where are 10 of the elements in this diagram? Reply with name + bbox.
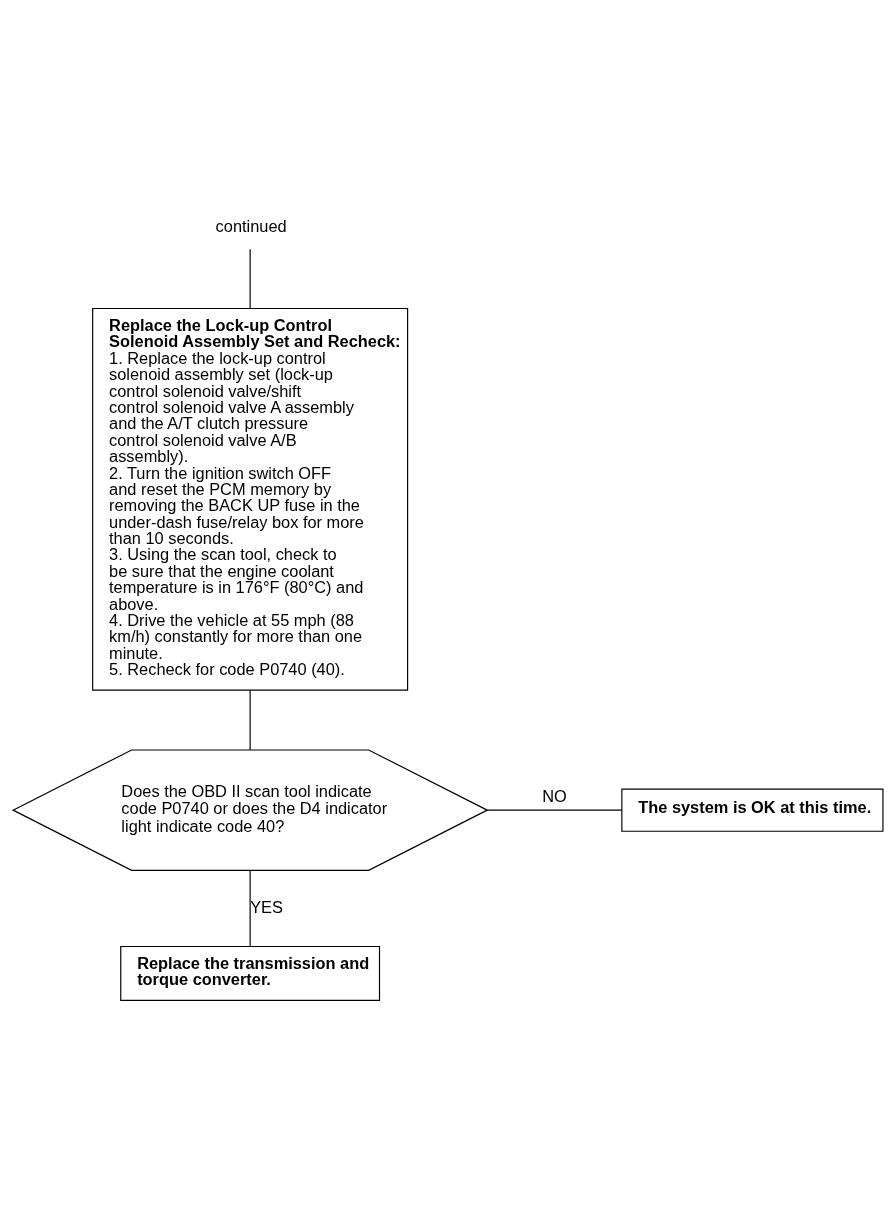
connector — [486, 809, 623, 811]
edge-label: YES — [250, 897, 283, 916]
node-text: continued — [215, 216, 287, 235]
connector — [249, 869, 251, 947]
connector — [249, 689, 251, 750]
edge-label: NO — [542, 786, 567, 805]
node-box: Replace the Lock-up Control Solenoid Assembly Set and Recheck: 1. Replace the lock-up control solenoid assembly set (lock-up control solenoid valve/shift control solenoid valve A assembly and the A/T clutch pressure control solenoid valve A/B assembly). 2. Turn the ignition switch OFF and reset the PCM memory by removing the BACK UP fuse in the under-dash fuse/relay box for more than 10 seconds. 3. Using the scan tool, check to be sure that the engine coolant temperature is in 176°F (80°C) and above. 4. Drive the vehicle at 55 mph (88 km/h) constantly for more than one minute. 5. Recheck for code P0740 (40). — [92, 307, 409, 691]
node-box: Replace the transmission and torque converter. — [120, 945, 381, 1001]
connector — [249, 248, 251, 309]
node-box: The system is OK at this time. — [621, 788, 884, 832]
